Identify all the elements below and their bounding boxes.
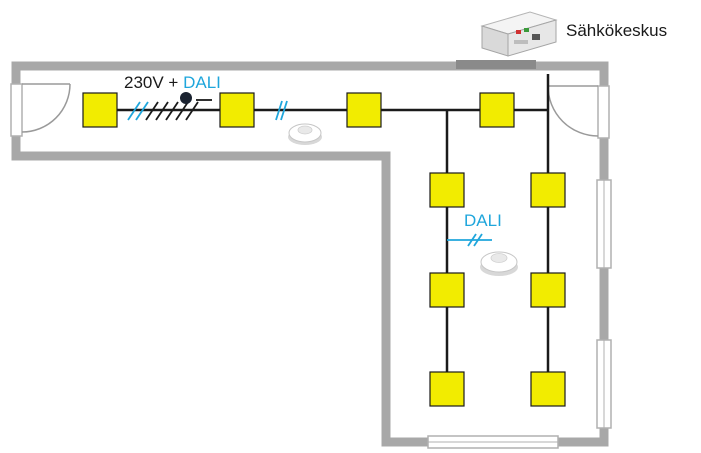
luminaire	[530, 172, 566, 208]
din-rail-controller-icon	[480, 11, 558, 57]
door-left	[10, 83, 71, 137]
walls	[11, 60, 609, 447]
wiring	[100, 74, 550, 390]
luminaire	[346, 92, 382, 128]
cable-tick-marks	[127, 92, 212, 121]
ceiling-presence-sensor-icon	[480, 251, 518, 276]
luminaire	[479, 92, 515, 128]
luminaire	[429, 172, 465, 208]
cable-main-label: 230V + DALI	[124, 73, 221, 92]
ceiling-presence-sensor-icon	[288, 123, 322, 145]
luminaire	[82, 92, 118, 128]
luminaire	[429, 371, 465, 407]
dali-branch-line	[447, 233, 492, 247]
luminaire	[530, 272, 566, 308]
luminaire	[429, 272, 465, 308]
cable-branch-dali-label: DALI	[464, 211, 502, 230]
luminaire	[219, 92, 255, 128]
luminaire	[530, 371, 566, 407]
door-right	[547, 85, 610, 139]
cable-main-prefix: 230V +	[124, 73, 183, 92]
cable-main-dali: DALI	[183, 73, 221, 92]
dali-tick-top	[275, 100, 288, 121]
panel-label: Sähkökeskus	[566, 21, 667, 40]
windows	[427, 179, 612, 449]
luminaires	[82, 92, 566, 407]
